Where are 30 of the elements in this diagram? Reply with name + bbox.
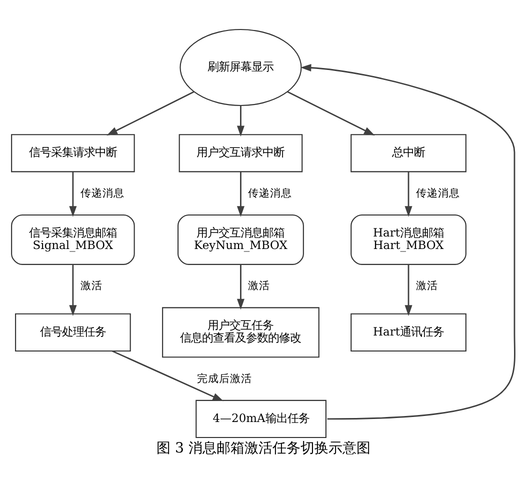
node-box: 用户交互任务 信息的查看及参数的修改 (162, 307, 320, 358)
arrow (106, 91, 194, 136)
arrow (69, 172, 77, 217)
arrow (300, 64, 516, 420)
arrow (236, 172, 244, 217)
node-box: Hart消息邮箱 Hart_MBOX (350, 214, 466, 265)
edge-label: 传递消息 (248, 188, 292, 200)
node-box: 4—20mA输出任务 (196, 400, 326, 438)
caption: 图 3 消息邮箱激活任务切换示意图 (156, 440, 370, 456)
node-box: 总中断 (350, 134, 466, 172)
node-box: 用户交互消息邮箱 KeyNum_MBOX (178, 214, 304, 265)
arrow (236, 106, 244, 137)
edge-label: 激活 (80, 280, 102, 292)
edge-label: 传递消息 (416, 188, 460, 200)
edge-label: 传递消息 (80, 188, 124, 200)
node-box: 信号处理任务 (15, 313, 131, 352)
node-box: 信号采集请求中断 (11, 134, 135, 172)
edge-label: 完成后激活 (197, 372, 252, 385)
arrow (236, 264, 244, 310)
arrow (287, 91, 375, 136)
node-ellipse: 刷新屏幕显示 (180, 29, 302, 106)
arrow (404, 172, 412, 217)
edge-label: 激活 (248, 280, 270, 292)
node-box: 用户交互请求中断 (178, 134, 303, 172)
edge-label: 激活 (416, 280, 438, 292)
arrow (69, 264, 77, 316)
arrow (404, 264, 412, 316)
node-box: 信号采集消息邮箱 Signal_MBOX (11, 214, 135, 265)
arrow (112, 350, 224, 402)
node-box: Hart通讯任务 (350, 313, 466, 352)
